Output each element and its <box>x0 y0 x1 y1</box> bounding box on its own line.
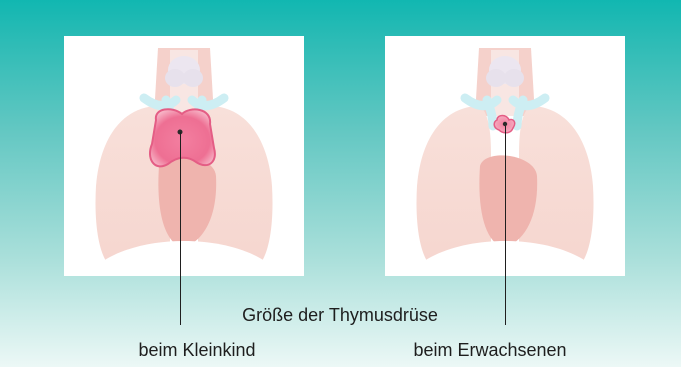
leader-line-child <box>180 132 181 325</box>
diagram-title: Größe der Thymusdrüse <box>242 305 438 326</box>
child-anatomy-illustration <box>64 36 304 276</box>
label-child: beim Kleinkind <box>138 340 255 361</box>
leader-line-adult <box>505 126 506 325</box>
panel-child <box>64 36 304 276</box>
label-adult: beim Erwachsenen <box>413 340 566 361</box>
thymus-large <box>150 109 215 166</box>
